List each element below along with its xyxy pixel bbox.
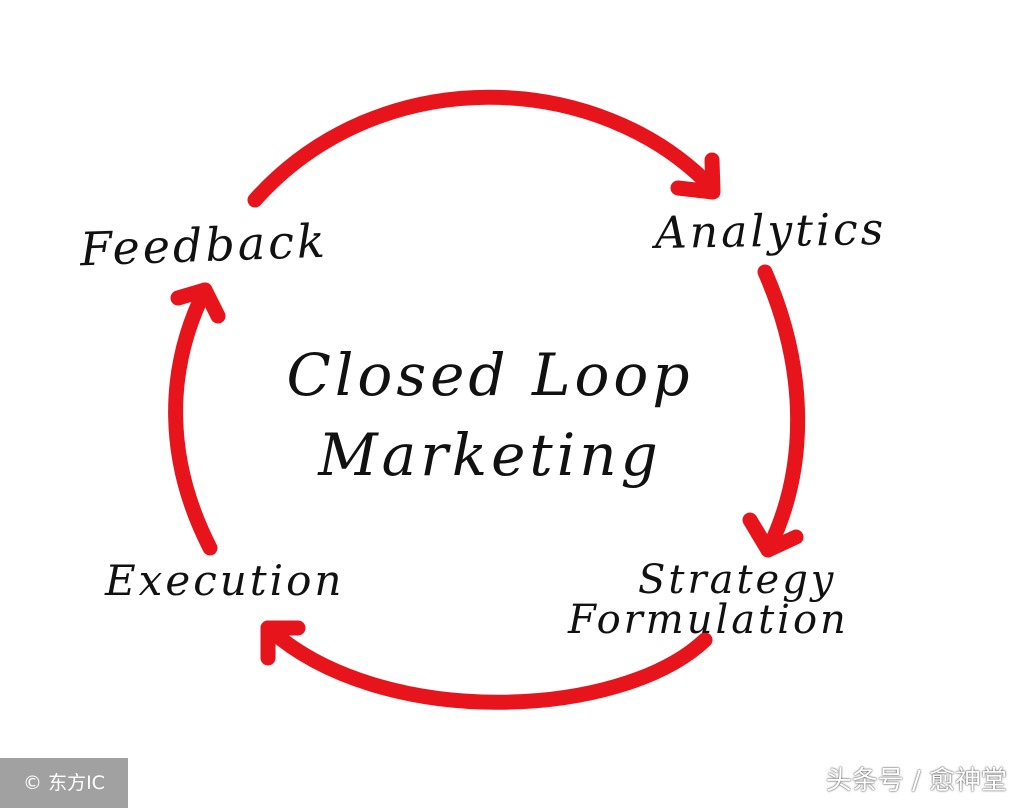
arrow-strategy-to-execution — [260, 620, 713, 710]
arrowhead-execution — [260, 620, 306, 666]
watermark-right: 头条号 / 愈神堂 — [825, 766, 1007, 796]
stage-label-strategy-line2: Formulation — [568, 597, 849, 643]
center-title: Closed Loop Marketing — [230, 335, 750, 495]
center-title-line1: Closed Loop — [286, 341, 694, 409]
arrow-feedback-to-analytics — [247, 89, 720, 208]
center-title-line2: Marketing — [318, 421, 662, 489]
arrow-execution-to-feedback — [168, 282, 218, 556]
arrowhead-analytics — [670, 152, 721, 200]
stage-label-strategy-line1: Strategy — [638, 557, 837, 603]
arrowhead-strategy — [742, 512, 804, 558]
stage-label-strategy-formulation: Strategy Formulation — [568, 560, 849, 640]
arrowhead-feedback — [170, 282, 226, 324]
stage-label-feedback: Feedback — [79, 213, 329, 277]
stage-label-execution: Execution — [105, 556, 345, 605]
arrow-analytics-to-strategy — [757, 264, 806, 558]
watermark-left: © 东方IC — [0, 758, 128, 808]
stage-label-analytics: Analytics — [654, 203, 887, 260]
